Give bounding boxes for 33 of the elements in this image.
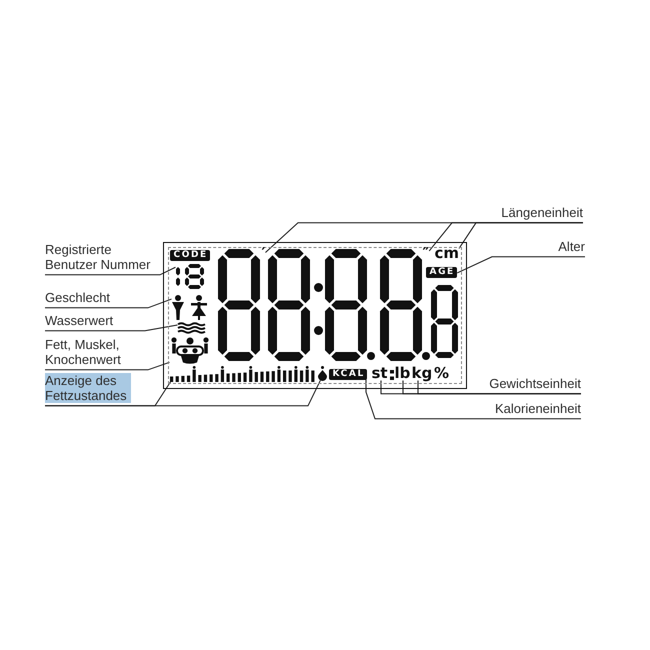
unit-label: st [372, 364, 388, 380]
indicator-label: CODE [170, 250, 210, 260]
callout-label: Kalorieneinheit [494, 401, 581, 418]
callout-label: Fett, Muskel, Knochenwert [45, 337, 133, 369]
leader-line [44, 362, 170, 370]
waves-icon [178, 322, 204, 334]
callout-label: Anzeige des Fettzustandes [45, 373, 131, 405]
callout-label: Geschlecht [45, 290, 110, 307]
callout-label: Alter [558, 239, 585, 256]
unit-label: cm [434, 244, 460, 260]
man-woman-icon [172, 294, 206, 320]
leader-line [44, 298, 172, 308]
callout-label: Gewichtseinheit [489, 376, 581, 393]
leader-line [456, 256, 586, 274]
indicator-label: AGE [426, 266, 458, 278]
leader-line [44, 324, 178, 332]
unit-symbol: ″ [422, 244, 430, 260]
leader-line [366, 379, 582, 420]
body-figure-icon [170, 336, 210, 364]
unit-symbol: ′ [262, 244, 266, 260]
drop-icon [318, 366, 326, 380]
unit-label: lb [394, 364, 410, 380]
unit-label: kg [412, 364, 432, 380]
bar-graph [170, 366, 316, 382]
callout-label: Registrierte Benutzer Nummer [45, 242, 157, 274]
leader-line [458, 222, 584, 249]
indicator-label: KCAL [328, 368, 368, 380]
leader-line [44, 380, 321, 406]
callout-label: Längeneinheit [501, 205, 583, 222]
seven-segment-digits [176, 264, 204, 288]
unit-label: % [434, 365, 450, 381]
callout-label: Wasserwert [45, 313, 114, 330]
lcd-display [163, 242, 467, 389]
